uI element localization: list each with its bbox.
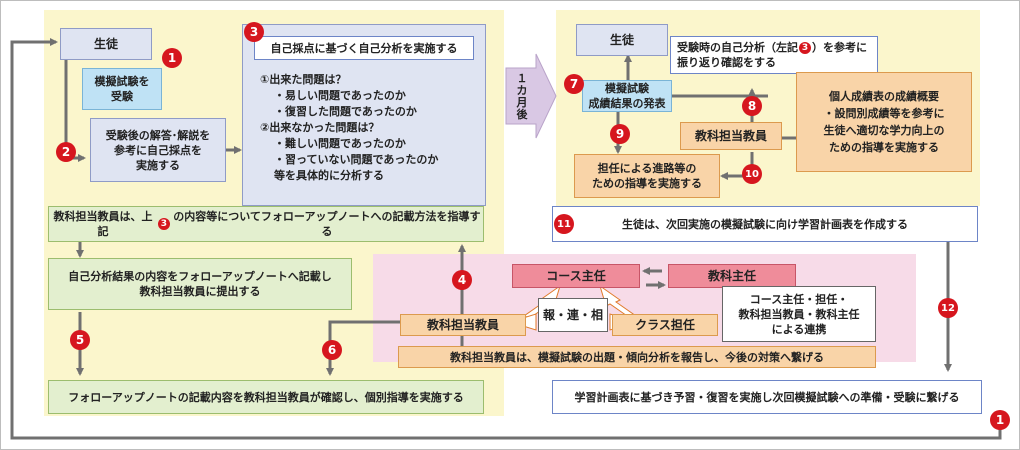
- class-teacher-box: クラス担任: [612, 314, 718, 336]
- q1-text: ①出来た問題は？: [260, 73, 347, 86]
- teacher-guidance-text-b: の内容等についてフォローアップノートへの記載方法を指導する: [173, 210, 481, 238]
- reflection-text-b: ）を参考に 振り返り確認をする: [677, 41, 867, 69]
- badge-1-return: 1: [990, 410, 1010, 430]
- badge-9: 9: [610, 124, 630, 144]
- badge-6: 6: [322, 340, 342, 360]
- badge-4: 4: [452, 270, 472, 290]
- inline-badge-3: 3: [157, 218, 170, 230]
- badge-7: 7: [564, 74, 584, 94]
- badge-2: 2: [56, 142, 76, 162]
- q2a-text: ・難しい問題であったのか: [274, 137, 406, 150]
- study-plan-box: 生徒は、次回実施の模擬試験に向け学習計画表を作成する: [552, 206, 978, 242]
- one-month-label: １ カ 月 後: [516, 72, 528, 121]
- record-submit-box: 自己分析結果の内容をフォローアップノートへ記載し 教科担当教員に提出する: [48, 258, 352, 310]
- q2b-text: ・習っていない問題であったのか: [274, 153, 439, 166]
- self-scoring-box: 受験後の解答･解説を 参考に自己採点を 実施する: [90, 118, 226, 182]
- teacher-right-box: 教科担当教員: [680, 122, 782, 150]
- homeroom-guidance-box: 担任による進路等の ための指導を実施する: [574, 154, 720, 198]
- badge-11: 11: [554, 214, 574, 234]
- cooperation-box: コース主任・担任・ 教科担当教員・教科主任 による連携: [722, 286, 876, 342]
- student-box-right: 生徒: [576, 24, 668, 56]
- badge-12: 12: [938, 298, 958, 318]
- q1b-text: ・復習した問題であったのか: [274, 105, 417, 118]
- q2-text: ②出来なかった問題は？: [260, 121, 380, 134]
- self-analysis-questions: ①出来た問題は？ ・易しい問題であったのか ・復習した問題であったのか ②出来な…: [260, 72, 438, 184]
- followup-check-box: フォローアップノートの記載内容を教科担当教員が確認し、個別指導を実施する: [48, 380, 484, 414]
- student-box-left: 生徒: [60, 28, 152, 60]
- badge-8: 8: [742, 96, 762, 116]
- badge-5: 5: [70, 330, 90, 350]
- course-head-box: コース主任: [512, 264, 640, 288]
- subject-teacher-mid-box: 教科担当教員: [400, 314, 526, 336]
- q2c-text: 等を具体的に分析する: [274, 169, 384, 182]
- mock-exam-box: 模擬試験を 受験: [82, 68, 162, 110]
- badge-3: 3: [244, 22, 264, 42]
- results-presentation-box: 模擬試験 成績結果の発表: [582, 80, 672, 112]
- badge-10: 10: [742, 164, 762, 184]
- individual-report-box: 個人成績表の成績概要 ・設問別成績等を参考に 生徒へ適切な学力向上の ための指導…: [796, 72, 972, 172]
- self-analysis-title: 自己採点に基づく自己分析を実施する: [254, 36, 474, 60]
- badge-1: 1: [162, 48, 182, 68]
- q1a-text: ・易しい問題であったのか: [274, 89, 406, 102]
- teacher-guidance-text-a: 教科担当教員は、上記: [53, 210, 153, 238]
- reflection-text-a: 受験時の自己分析（左記: [677, 41, 798, 54]
- subject-head-box: 教科主任: [668, 264, 796, 288]
- analysis-report-box: 教科担当教員は、模擬試験の出題・傾向分析を報告し、今後の対策へ繋げる: [398, 346, 876, 368]
- prepare-next-box: 学習計画表に基づき予習・復習を実施し次回模擬試験への準備・受験に繋げる: [552, 380, 982, 414]
- inline-badge-3-right: 3: [799, 42, 811, 54]
- report-link-box: 報・連・相: [538, 298, 608, 332]
